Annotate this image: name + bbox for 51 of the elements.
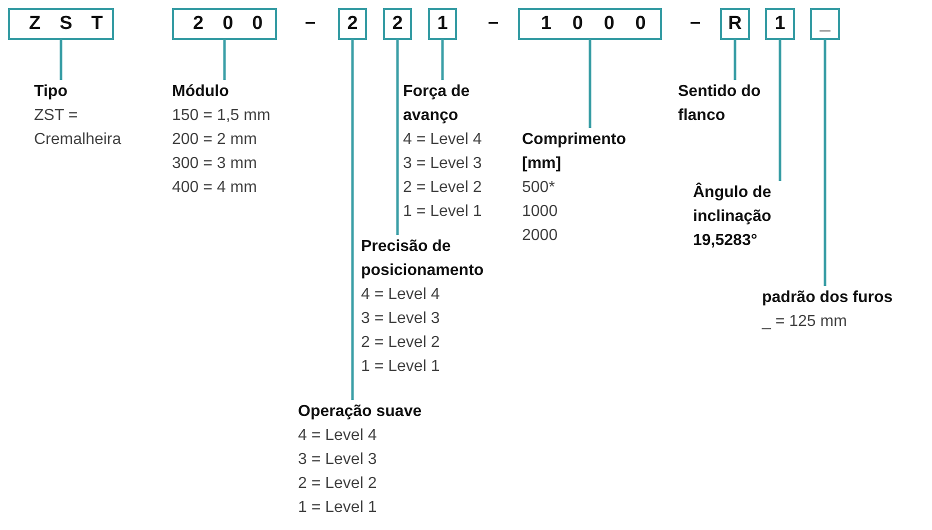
separator-dash: –: [305, 11, 316, 35]
field-heading: Tipo: [34, 82, 68, 102]
leader-line: [588, 40, 592, 128]
value-line: 400 = 4 mm: [172, 178, 258, 198]
field-heading: Força de avanço: [403, 82, 471, 126]
separator-dash: –: [690, 11, 701, 35]
field-heading: Precisão de posicionamento: [361, 237, 485, 281]
value-line: 2000: [522, 226, 559, 246]
value-line: 1 = Level 1: [403, 202, 483, 222]
code-box: 2: [383, 8, 412, 40]
separator-dash: –: [488, 11, 499, 35]
field-heading: Comprimento [mm]: [522, 130, 627, 174]
code-box: R: [720, 8, 750, 40]
code-box: _: [810, 8, 840, 40]
value-line: 1 = Level 1: [361, 357, 441, 377]
code-box: 2: [338, 8, 367, 40]
leader-line: [778, 40, 782, 181]
code-box: 1: [428, 8, 457, 40]
field-heading: Sentido do flanco: [678, 82, 762, 126]
value-line: 3 = Level 3: [403, 154, 483, 174]
field-heading: Operação suave: [298, 402, 423, 422]
field-heading: Módulo: [172, 82, 230, 102]
leader-line: [351, 40, 354, 400]
value-line: 1000: [522, 202, 559, 222]
leader-line: [60, 40, 62, 80]
leader-line: [734, 40, 736, 80]
value-line: 2 = Level 2: [361, 333, 441, 353]
value-line: 200 = 2 mm: [172, 130, 258, 150]
value-line: 2 = Level 2: [298, 474, 378, 494]
leader-line: [223, 40, 226, 80]
code-box: ZST: [8, 8, 114, 40]
code-box: 200: [172, 8, 277, 40]
value-line: 1 = Level 1: [298, 498, 378, 518]
code-box: 1000: [518, 8, 662, 40]
value-line: 3 = Level 3: [361, 309, 441, 329]
value-line: _ = 125 mm: [762, 312, 848, 332]
value-line: ZST = Cremalheira: [34, 106, 122, 150]
value-line: 500*: [522, 178, 556, 198]
value-line: 300 = 3 mm: [172, 154, 258, 174]
leader-line: [441, 40, 444, 80]
leader-line: [396, 40, 399, 235]
value-line: 4 = Level 4: [361, 285, 441, 305]
field-heading: padrão dos furos: [762, 288, 894, 308]
value-line: 3 = Level 3: [298, 450, 378, 470]
value-line: 150 = 1,5 mm: [172, 106, 272, 126]
code-box: 1: [765, 8, 795, 40]
value-line: 4 = Level 4: [298, 426, 378, 446]
value-line: 2 = Level 2: [403, 178, 483, 198]
leader-line: [824, 40, 826, 286]
value-line: 4 = Level 4: [403, 130, 483, 150]
field-heading: Ângulo de inclinação 19,5283°: [693, 182, 772, 251]
